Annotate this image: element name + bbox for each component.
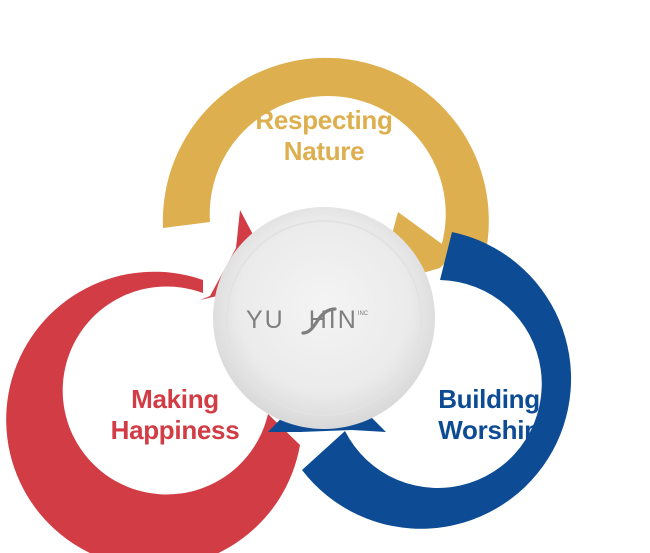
label-building-worship: Building Worship (389, 384, 589, 446)
respecting-nature-ring (162, 57, 489, 256)
label-respecting-nature: Respecting Nature (224, 105, 424, 167)
center-circle (213, 207, 435, 429)
company-logo: YU HININC (246, 306, 406, 335)
label-line: Happiness (110, 415, 240, 445)
label-line: Respecting (255, 105, 393, 135)
label-line: Worship (438, 415, 540, 445)
label-line: Nature (283, 136, 365, 166)
s-wave-mark-icon (301, 307, 337, 335)
label-line: Building (438, 384, 540, 414)
logo-suffix: INC (357, 311, 369, 317)
label-line: Making (131, 384, 219, 414)
label-making-happiness: Making Happiness (75, 384, 275, 446)
making-happiness-ring (6, 271, 300, 553)
logo-text-a: YU (246, 306, 285, 334)
center-circle-inner-ring (226, 220, 422, 416)
logo-text-b: HIN (308, 306, 358, 334)
